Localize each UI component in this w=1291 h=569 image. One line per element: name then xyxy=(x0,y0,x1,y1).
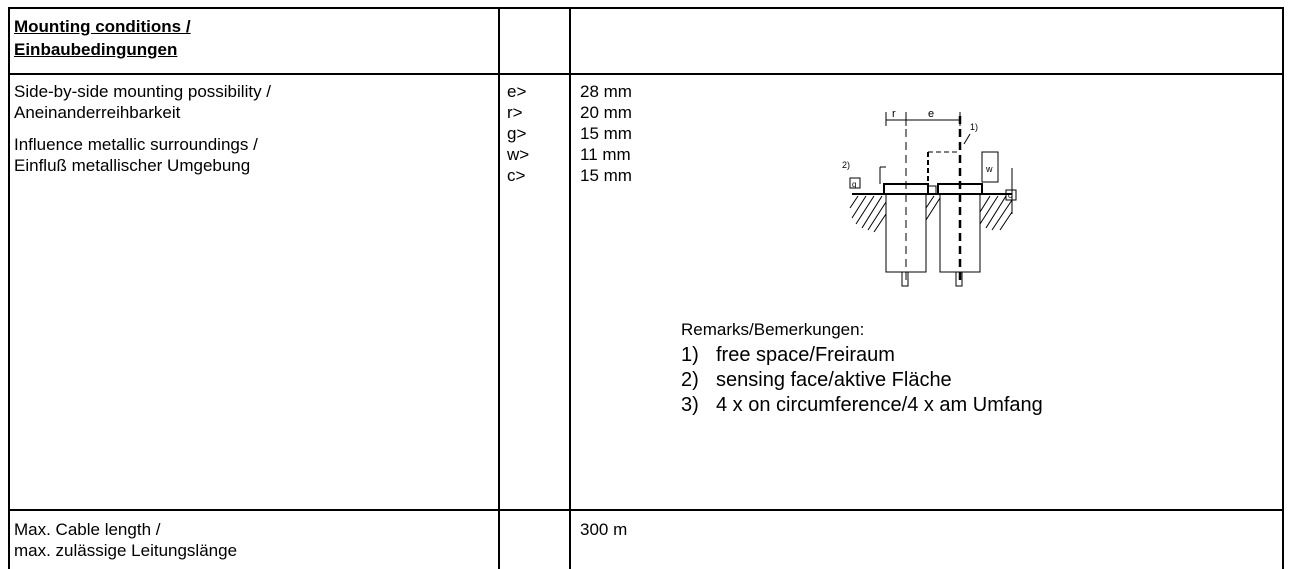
table-divider-header xyxy=(8,73,1284,75)
value-r: 20 mm xyxy=(580,103,632,122)
table-border-top xyxy=(8,7,1284,9)
value-g: 15 mm xyxy=(580,124,632,143)
value-list: 28 mm 20 mm 15 mm 11 mm 15 mm xyxy=(580,81,632,186)
remarks-title: Remarks/Bemerkungen: xyxy=(681,320,865,339)
note1-pointer xyxy=(963,133,971,145)
section-title-line2: Einbaubedingungen xyxy=(14,40,178,59)
remark-text: 4 x on circumference/4 x am Umfang xyxy=(716,394,1043,416)
symbol-g: g> xyxy=(507,124,527,143)
section-title: Mounting conditions / Einbaubedingungen xyxy=(14,15,191,61)
diagram-note-2: 2) xyxy=(842,160,850,170)
remark-number: 3) xyxy=(681,394,699,416)
influence-label: Influence metallic surroundings / xyxy=(14,135,258,154)
diagram-label-r: r xyxy=(892,108,896,120)
diagram-note-1: 1) xyxy=(970,122,978,132)
section-title-line1: Mounting conditions / xyxy=(14,17,191,36)
remark-text: free space/Freiraum xyxy=(716,344,895,366)
remark-item: 2) sensing face/aktive Fläche xyxy=(681,368,1043,393)
cable-length-value: 300 m xyxy=(580,520,628,539)
symbol-r: r> xyxy=(507,103,523,122)
hatching-middle xyxy=(925,195,941,221)
symbol-c: c> xyxy=(507,166,526,185)
symbol-w: w> xyxy=(507,145,530,164)
cable-left xyxy=(901,271,909,287)
symbol-list: e> r> g> w> c> xyxy=(507,81,529,186)
remark-number: 2) xyxy=(681,369,699,391)
table-column-divider-1 xyxy=(498,7,500,569)
cable-length-label-en: Max. Cable length / xyxy=(14,520,161,539)
remark-text: sensing face/aktive Fläche xyxy=(716,369,952,391)
cable-length-label-de: max. zulässige Leitungslänge xyxy=(14,541,238,560)
side-by-side-label-de: Aneinanderreihbarkeit xyxy=(14,103,181,122)
sensing-face-mid xyxy=(927,185,937,195)
cable-right xyxy=(955,271,963,287)
table-border-left xyxy=(8,7,10,569)
value-e: 28 mm xyxy=(580,82,632,101)
value-w: 11 mm xyxy=(580,145,631,164)
value-c: 15 mm xyxy=(580,166,632,185)
mounting-diagram: r e 1) 2) g w c xyxy=(842,108,1017,287)
influence-label-de: Einfluß metallischer Umgebung xyxy=(14,156,251,175)
remark-item: 1) free space/Freiraum xyxy=(681,343,1043,368)
symbol-e: e> xyxy=(507,82,527,101)
remarks-list: 1) free space/Freiraum 2) sensing face/akt… xyxy=(681,343,1043,418)
side-by-side-label: Side-by-side mounting possibility / xyxy=(14,82,272,101)
remark-number: 1) xyxy=(681,344,699,366)
diagram-label-e: e xyxy=(928,108,934,120)
diagram-label-c: c xyxy=(1008,191,1012,200)
diagram-label-w: w xyxy=(985,164,993,174)
diagram-label-g: g xyxy=(852,180,856,189)
sensing-face-right xyxy=(937,183,983,195)
cable-length-label: Max. Cable length / max. zulässige Leitu… xyxy=(14,519,237,561)
w-dimension-box xyxy=(981,151,999,183)
table-column-divider-2 xyxy=(569,7,571,569)
g-dimension-box xyxy=(849,177,861,189)
hatching-right xyxy=(979,195,1013,231)
mounting-label: Side-by-side mounting possibility / Anei… xyxy=(14,81,271,176)
table-divider-cable xyxy=(8,509,1284,511)
remark-item: 3) 4 x on circumference/4 x am Umfang xyxy=(681,393,1043,418)
hatching-left xyxy=(849,195,887,233)
table-border-right xyxy=(1282,7,1284,569)
